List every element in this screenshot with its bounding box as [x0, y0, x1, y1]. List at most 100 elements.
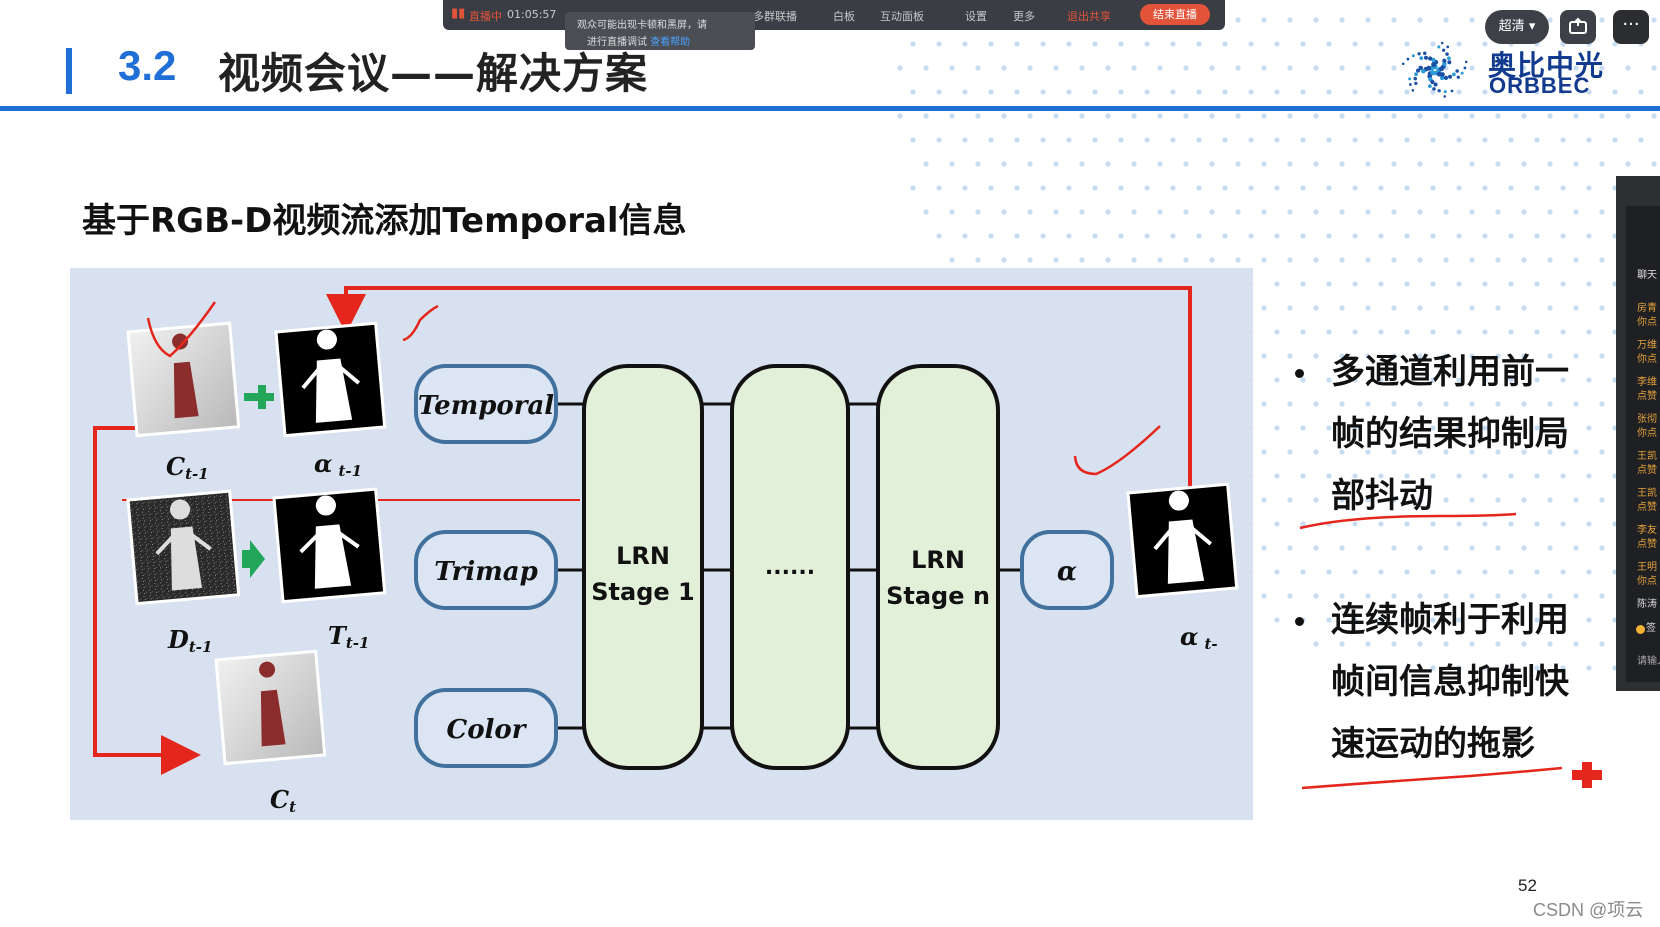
- decoration-dot: [1456, 521, 1462, 527]
- live-tip-text: 观众可能出现卡顿和黑屏，请: [577, 20, 707, 31]
- decoration-dot: [1469, 17, 1475, 23]
- lrn-stage-1: LRN Stage 1: [582, 364, 704, 770]
- decoration-dot: [1508, 617, 1514, 623]
- decoration-dot: [1027, 161, 1033, 167]
- decoration-dot: [1144, 41, 1150, 47]
- decoration-dot: [1183, 257, 1189, 263]
- decoration-dot: [1495, 497, 1501, 503]
- decoration-dot: [1235, 65, 1241, 71]
- sign-in-icon[interactable]: [1636, 625, 1645, 634]
- decoration-dot: [1521, 641, 1527, 647]
- decoration-dot: [1625, 161, 1631, 167]
- decoration-dot: [1001, 209, 1007, 215]
- decoration-dot: [1222, 233, 1228, 239]
- toolbar-item-settings[interactable]: 设置: [965, 10, 987, 23]
- logo-dot: [1455, 69, 1459, 73]
- bullet-2-line-1: 连续帧利于利用: [1331, 600, 1569, 640]
- decoration-dot: [1482, 41, 1488, 47]
- decoration-dot: [1417, 113, 1423, 119]
- decoration-dot: [975, 65, 981, 71]
- decoration-dot: [1469, 353, 1475, 359]
- logo-dot: [1437, 45, 1441, 49]
- decoration-dot: [975, 161, 981, 167]
- decoration-dot: [949, 209, 955, 215]
- decoration-dot: [1404, 185, 1410, 191]
- decoration-dot: [1469, 593, 1475, 599]
- toolbar-item-exit-share[interactable]: 退出共享: [1067, 10, 1111, 23]
- decoration-dot: [1209, 65, 1215, 71]
- decoration-dot: [1495, 113, 1501, 119]
- decoration-dot: [1560, 665, 1566, 671]
- decoration-dot: [1001, 65, 1007, 71]
- underline-annotation-1: [1299, 512, 1517, 530]
- decoration-dot: [1456, 425, 1462, 431]
- logo-dot: [1440, 41, 1444, 45]
- decoration-dot: [897, 65, 903, 71]
- decoration-dot: [1170, 137, 1176, 143]
- decoration-dot: [1495, 593, 1501, 599]
- live-tip-help-link[interactable]: 查看帮助: [650, 37, 691, 48]
- bullet-dot: [1295, 617, 1304, 626]
- logo-dot: [1442, 58, 1447, 63]
- decoration-dot: [1469, 209, 1475, 215]
- decoration-dot: [1339, 161, 1345, 167]
- decoration-dot: [1339, 113, 1345, 119]
- decoration-dot: [1547, 593, 1553, 599]
- toolbar-item-multi[interactable]: 多群联播: [753, 10, 797, 23]
- check-mark-annotation-2: [402, 304, 439, 342]
- decoration-dot: [1261, 17, 1267, 23]
- decoration-dot: [1300, 425, 1306, 431]
- decoration-dot: [1378, 521, 1384, 527]
- decoration-dot: [1547, 113, 1553, 119]
- chat-message: 房青: [1637, 303, 1657, 314]
- live-tip-line: 进行直播调试: [587, 37, 647, 48]
- decoration-dot: [949, 65, 955, 71]
- decoration-dot: [1066, 233, 1072, 239]
- decoration-dot: [1547, 545, 1553, 551]
- decoration-dot: [1417, 209, 1423, 215]
- temporal-box: Temporal: [414, 364, 558, 444]
- chat-message: 王明: [1637, 562, 1657, 573]
- decoration-dot: [1261, 449, 1267, 455]
- toolbar-item-interact[interactable]: 互动面板: [880, 10, 924, 23]
- decoration-dot: [1248, 137, 1254, 143]
- quality-dropdown[interactable]: 超清 ▾: [1485, 10, 1549, 44]
- decoration-dot: [1599, 401, 1605, 407]
- decoration-dot: [1430, 89, 1436, 95]
- end-live-button[interactable]: 结束直播: [1140, 4, 1210, 25]
- decoration-dot: [1287, 209, 1293, 215]
- decoration-dot: [1326, 137, 1332, 143]
- decoration-dot: [1040, 41, 1046, 47]
- decoration-dot: [1469, 161, 1475, 167]
- logo-dot: [1401, 62, 1405, 66]
- decoration-dot: [1235, 209, 1241, 215]
- decoration-dot: [1469, 305, 1475, 311]
- decoration-dot: [1417, 161, 1423, 167]
- chat-input[interactable]: 请输入: [1637, 656, 1660, 667]
- decoration-dot: [1482, 137, 1488, 143]
- logo-dot: [1445, 52, 1449, 56]
- decoration-dot: [1430, 281, 1436, 287]
- decoration-dot: [1365, 113, 1371, 119]
- toolbar-item-more[interactable]: 更多: [1013, 10, 1035, 23]
- decoration-dot: [1430, 665, 1436, 671]
- decoration-dot: [1586, 569, 1592, 575]
- decoration-dot: [1196, 233, 1202, 239]
- logo-dot: [1414, 72, 1418, 77]
- plus-icon: [244, 385, 274, 409]
- chat-message: 点赞: [1637, 391, 1657, 402]
- more-options-button[interactable]: ···: [1613, 10, 1649, 44]
- stagen-label-line2: Stage n: [886, 582, 990, 610]
- decoration-dot: [1365, 209, 1371, 215]
- underline-annotations: [1299, 512, 1602, 790]
- toolbar-item-whiteboard[interactable]: 白板: [833, 10, 855, 23]
- decoration-dot: [1378, 377, 1384, 383]
- logo-dot: [1419, 56, 1424, 60]
- decoration-dot: [1430, 233, 1436, 239]
- decoration-dot: [1235, 113, 1241, 119]
- decoration-dot: [1274, 281, 1280, 287]
- screen-share-button[interactable]: [1560, 10, 1596, 44]
- decoration-dot: [1274, 425, 1280, 431]
- decoration-dot: [1313, 641, 1319, 647]
